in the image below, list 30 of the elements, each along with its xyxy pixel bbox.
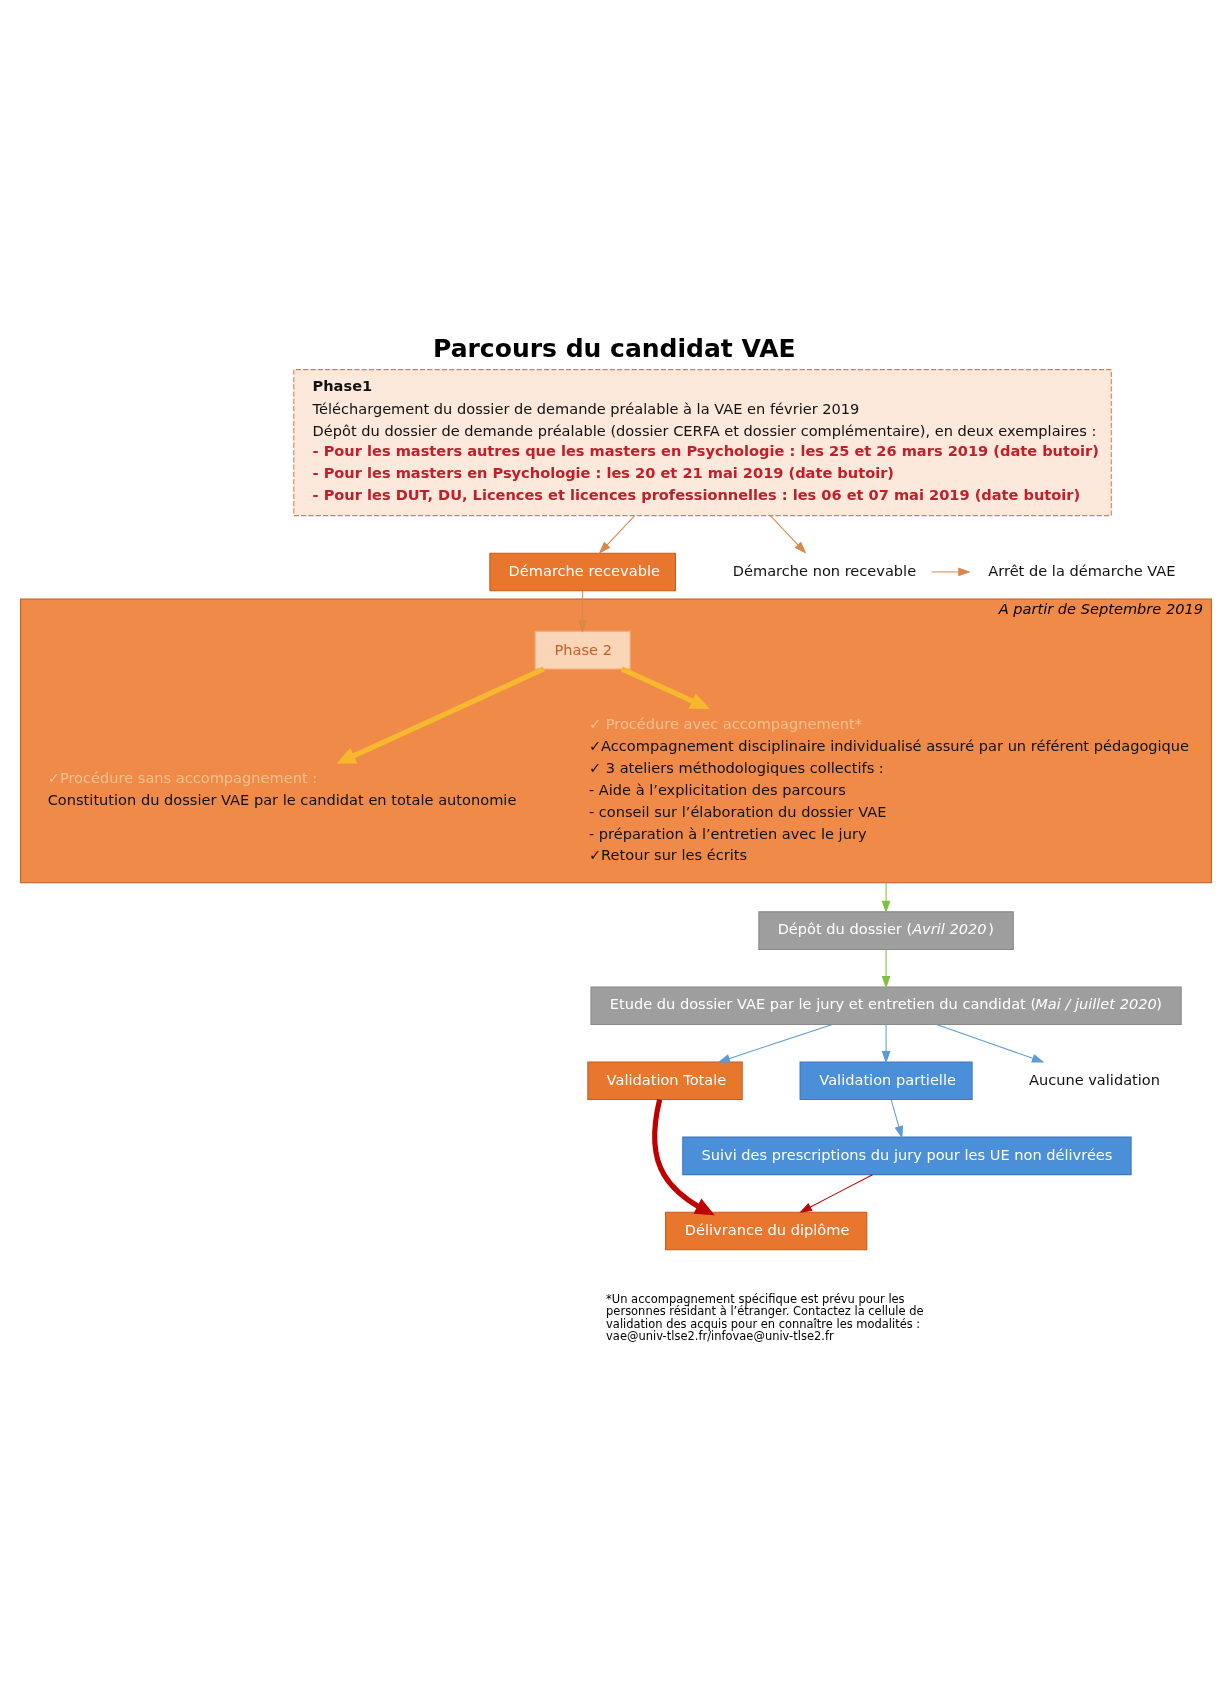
arrow xyxy=(770,514,807,554)
diagram-title: Parcours du candidat VAE xyxy=(432,333,796,363)
arrow xyxy=(936,1023,1045,1062)
node-box: Etude du dossier VAE par le jury et entretien du candidat (Mai / juillet 2020) xyxy=(590,985,1182,1025)
node-box: Validation partielle xyxy=(799,1061,973,1100)
label: *Un accompagnement spécifique est prévu pour les personnes résidant à l’étranger. Contactez la cellule de validation des acquis pour en connaître les modalités : vae@univ-tlse2.fr/infovae@univ-tlse2.fr xyxy=(606,1291,924,1343)
arrow xyxy=(881,1023,891,1063)
arrow xyxy=(620,666,710,709)
arrow xyxy=(598,514,636,554)
node-text: Arrêt de la démarche VAE xyxy=(988,561,1176,579)
node-box: Phase1 Téléchargement du dossier de demande préalable à la VAE en février 2019 Dépôt du dossier de demande préalable (dossier CERFA et dossier complémentaire), en deux exemplaires : - Pour les masters autres que les masters en Psychologie : les 25 et 26 mars 2019 (date butoir) - Pour les masters en Psychologie : les 20 et 21 mai 2019 (date butoir) - Pour les DUT, DU, Licences et licences professionnelles : les 06 et 07 mai 2019 (date butoir) xyxy=(293,368,1112,516)
node-text: ✓ Procédure avec accompagnement* ✓Accompagnement disciplinaire individualisé assuré par un référent pédagogique ✓ 3 ateliers méthodologiques collectifs : - Aide à l’explicitation des parcours - conseil sur l’élaboration du dossier VAE - préparation à l’entretien avec le jury ✓Retour sur les écrits xyxy=(588,714,1190,863)
node-box: Phase 2 xyxy=(534,630,631,669)
arrow xyxy=(799,1173,873,1213)
arrow xyxy=(890,1098,904,1138)
arrow xyxy=(336,666,545,764)
node-box: Suivi des prescriptions du jury pour les UE non délivrées xyxy=(682,1136,1132,1175)
node-text: Démarche non recevable xyxy=(732,561,917,579)
arrow xyxy=(717,1023,833,1063)
arrow xyxy=(881,948,891,988)
node-box: Délivrance du diplôme xyxy=(665,1211,868,1250)
node-box: Dépôt du dossier (Avril 2020) xyxy=(758,910,1014,950)
node-box: Démarche recevable xyxy=(489,552,676,591)
arrow xyxy=(652,1098,715,1215)
node-text: ✓Procédure sans accompagnement : Constitution du dossier VAE par le candidat en totale autonomie xyxy=(47,768,517,808)
node-text: Aucune validation xyxy=(1028,1070,1161,1088)
node-box: Validation Totale xyxy=(587,1061,743,1100)
arrow xyxy=(931,567,971,576)
arrow xyxy=(881,881,891,913)
arrow xyxy=(578,590,587,633)
